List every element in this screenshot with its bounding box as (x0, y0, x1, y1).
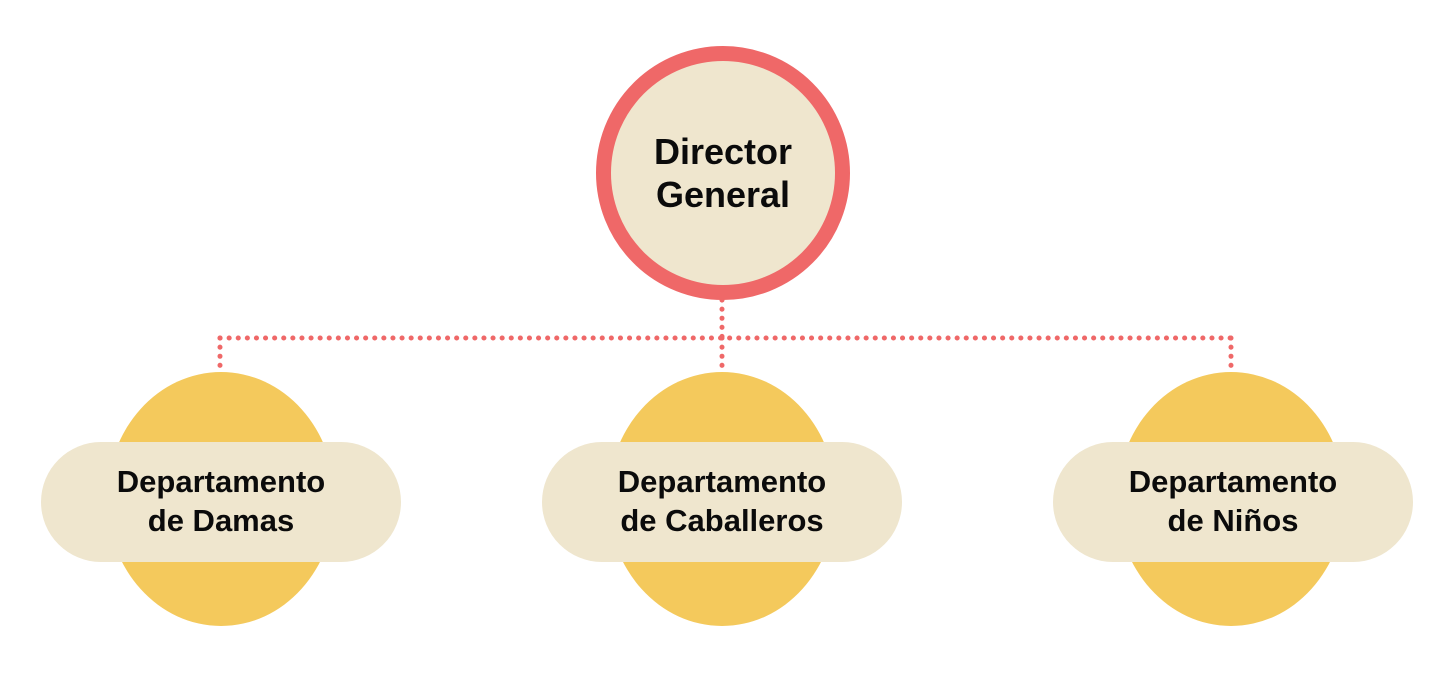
department-caballeros-line-2: de Caballeros (620, 503, 824, 538)
department-ninos-node: Departamento de Niños (1053, 0, 1413, 675)
department-ninos-pill: Departamento de Niños (1053, 442, 1413, 562)
department-damas-line-2: de Damas (147, 503, 295, 538)
department-caballeros-pill: Departamento de Caballeros (542, 442, 902, 562)
director-general-line-1: Director (653, 130, 793, 172)
department-ninos-line-1: Departamento (1128, 464, 1338, 500)
director-general-line-2: General (655, 174, 791, 215)
department-caballeros-node: Departamento de Caballeros (542, 0, 902, 675)
department-caballeros-line-1: Departamento (617, 464, 827, 500)
department-damas-line-1: Departamento (116, 464, 326, 500)
department-ninos-line-2: de Niños (1167, 503, 1299, 538)
department-damas-node: Departamento de Damas (41, 0, 401, 675)
department-damas-pill: Departamento de Damas (41, 442, 401, 562)
